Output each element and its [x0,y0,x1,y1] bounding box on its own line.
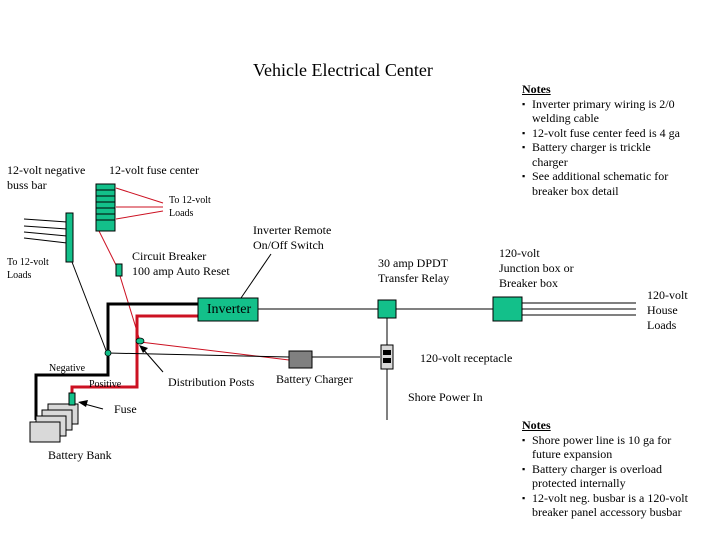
battery-fuse [68,392,76,406]
fuse-arrow [78,400,104,410]
fuse-center-feed-wire [98,230,119,270]
fuse-center-load-wires [115,187,164,220]
inverter-remote-label-line: On/Off Switch [253,238,324,252]
house-loads-label-line: 120-volt [647,288,688,302]
note-line: Inverter primary wiring is 2/0 [532,96,675,111]
junction-box-label-line: 120-volt [499,246,540,260]
fuse-loads-label: To 12-volt Loads [169,194,211,220]
battery-charger-label: Battery Charger [276,372,353,386]
note-line: breaker box detail [532,183,619,198]
transfer-relay [377,299,397,319]
busbar-loads-label-line: To 12-volt [7,257,49,268]
notes-top: Notes Inverter primary wiring is 2/0weld… [522,82,680,198]
fuse-center [95,183,116,232]
house-load-wires [522,302,636,316]
note-item: 12-volt fuse center feed is 4 ga [522,126,680,141]
shore-power-label: Shore Power In [408,390,483,404]
battery-bank [29,403,79,443]
negative-label: Negative [49,363,86,374]
neg-busbar-label-line: buss bar [7,178,47,192]
fuse-loads-label-line: Loads [169,208,194,219]
notes-bottom-heading: Notes [522,418,551,432]
busbar-to-negative-post-wire [71,261,108,354]
inverter-remote-label: Inverter Remote On/Off Switch [253,223,331,253]
note-line: Battery charger is overload [532,461,663,476]
inverter-label: Inverter [206,302,252,317]
circuit-breaker-label: Circuit Breaker 100 amp Auto Reset [132,249,230,279]
note-line: protected internally [532,476,626,490]
fuse-center-label: 12-volt fuse center [109,163,199,177]
fuse-label: Fuse [114,402,137,416]
note-line: See additional schematic for [532,169,669,183]
busbar-loads-label: To 12-volt Loads [7,256,49,282]
charger-positive-wire [139,341,290,361]
positive-distribution-post [135,337,145,345]
note-line: 12-volt neg. busbar is a 120-volt [532,490,688,505]
diagram-title: Vehicle Electrical Center [253,60,433,80]
note-line: Battery charger is trickle [532,140,651,154]
notes-top-heading: Notes [522,82,551,96]
junction-box [492,296,523,322]
transfer-relay-label-line: Transfer Relay [378,271,450,285]
circuit-breaker-label-line: 100 amp Auto Reset [132,264,230,278]
inverter-remote-label-line: Inverter Remote [253,223,332,237]
distribution-posts-arrow [139,345,164,373]
neg-busbar-label: 12-volt negative buss bar [7,163,85,193]
note-line: 12-volt fuse center feed is 4 ga [532,125,680,140]
inverter-box [197,297,259,322]
negative-busbar [65,212,74,263]
transfer-relay-label-line: 30 amp DPDT [378,256,448,270]
transfer-relay-label: 30 amp DPDT Transfer Relay [378,256,449,286]
note-line: future expansion [532,447,613,461]
positive-label: Positive [89,379,122,390]
busbar-load-wires [23,218,68,244]
battery-bank-label: Battery Bank [48,448,112,462]
junction-box-label-line: Breaker box [499,276,558,290]
circuit-breaker-label-line: Circuit Breaker [132,249,207,263]
neg-busbar-label-line: 12-volt negative [7,163,86,177]
note-line: charger [532,154,568,169]
note-line: welding cable [532,111,599,125]
junction-box-label-line: Junction box or [499,261,574,275]
fuse-loads-label-line: To 12-volt [169,195,211,206]
charger-negative-wire [107,352,290,358]
battery-charger [288,350,313,369]
house-loads-label-line: House [647,303,678,317]
junction-box-label: 120-volt Junction box or Breaker box [499,246,574,291]
positive-main-wire [70,314,200,393]
busbar-loads-label-line: Loads [7,270,32,281]
note-line: Shore power line is 10 ga for [532,432,672,447]
house-loads-label-line: Loads [647,318,677,332]
circuit-breaker [115,263,123,277]
note-line: breaker panel accessory busbar [532,505,682,519]
remote-switch-pointer [240,253,272,299]
distribution-posts-label: Distribution Posts [168,375,255,389]
shore-receptacle [380,344,394,370]
note-item: 12-volt neg. busbar is a 120-voltbreaker… [522,491,688,520]
notes-bottom: Notes Shore power line is 10 ga forfutur… [522,418,688,520]
house-loads-label: 120-volt House Loads [647,288,688,333]
negative-main-wire [34,302,200,420]
negative-distribution-post [104,349,112,357]
receptacle-label: 120-volt receptacle [420,351,513,365]
